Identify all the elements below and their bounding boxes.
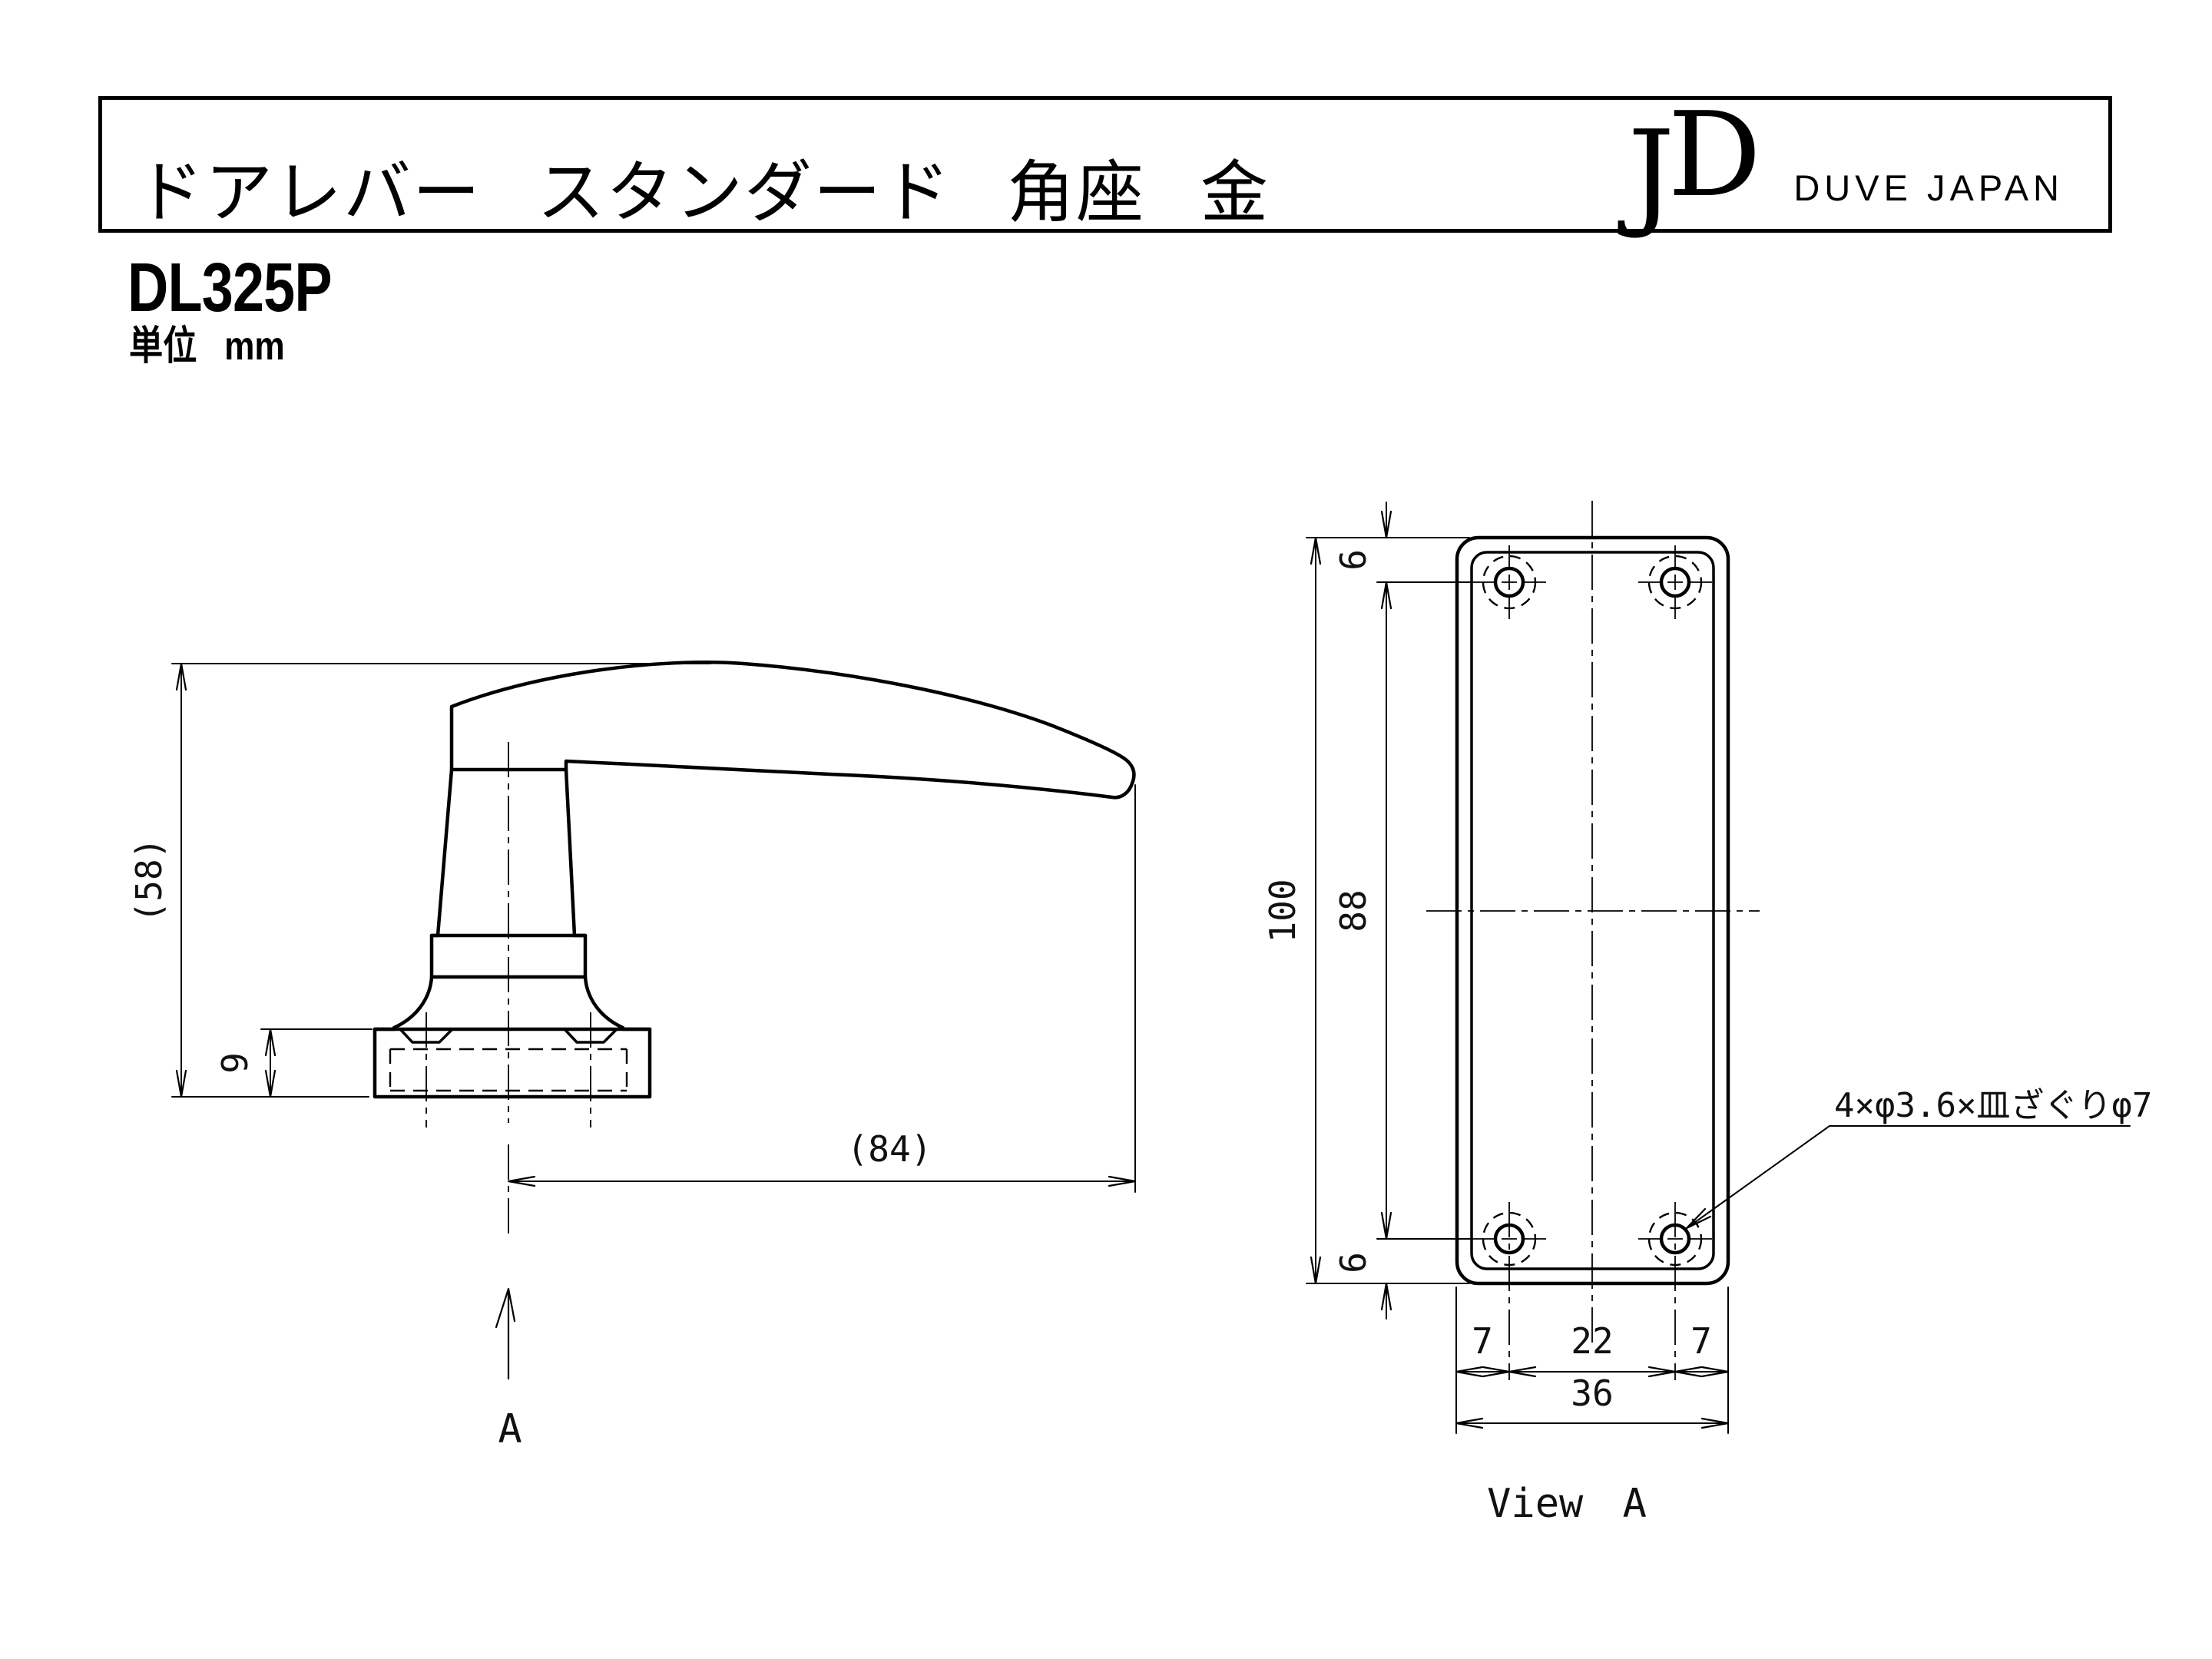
dim-height-label: (58) (128, 838, 170, 923)
dim9-arrows (264, 1028, 276, 1098)
dim-edge-left-label: 7 (1472, 1320, 1493, 1362)
hidden-cavity-lines (389, 1048, 628, 1092)
jd-monogram-icon: J D (1628, 97, 1790, 241)
screw-hole-bottom-right (1638, 1202, 1712, 1380)
dim100-lines (1306, 537, 1470, 1284)
hole-note-leader (1688, 1125, 2131, 1227)
lever-outline (373, 661, 1136, 1099)
dim-length-label: (84) (847, 1128, 932, 1170)
view-a-label: View A (1487, 1481, 1647, 1527)
hole-note-label: 4×φ3.6×皿ざぐりφ7 (1834, 1086, 2152, 1125)
monogram-j: J (1628, 105, 1675, 241)
dim-base-thickness-label: 9 (214, 1052, 256, 1074)
side-view: (58) 9 (84) A (128, 661, 1137, 1452)
dim36-arrows (1455, 1417, 1730, 1429)
dim6bot-arrow (1380, 1282, 1392, 1311)
title-block: ドアレバー スタンダード 角座 金 J D DUVE JAPAN (98, 96, 2112, 233)
unit-note: 単位 mm (129, 313, 285, 371)
screw-hole-bottom-left (1472, 1202, 1546, 1380)
monogram-d: D (1667, 87, 1762, 223)
unit-label: 単位 (129, 324, 197, 369)
brand-logo: J D DUVE JAPAN (1628, 97, 2064, 241)
screw-hole-top-left (1472, 545, 1546, 619)
section-arrow (495, 1287, 516, 1380)
dim9-lines (260, 1028, 373, 1098)
unit-value: mm (224, 324, 285, 369)
screw-hole-top-right (1638, 545, 1712, 619)
dim7227-lines (1455, 1286, 1729, 1434)
dim88-arrows (1380, 581, 1392, 1240)
dim-edge-bottom-label: 6 (1333, 1252, 1374, 1273)
brand-wordmark: DUVE JAPAN (1793, 167, 2064, 208)
page-title: ドアレバー スタンダード 角座 金 (136, 153, 1270, 232)
dim7227-arrows (1455, 1366, 1730, 1378)
dim-width-label: 36 (1571, 1373, 1613, 1414)
dim-hole-spacing-v-label: 88 (1333, 889, 1374, 932)
dim84-arrows (507, 1175, 1137, 1187)
dim-edge-top-label: 6 (1333, 549, 1374, 571)
dim-hole-spacing-h-label: 22 (1571, 1320, 1613, 1362)
front-view: 100 88 6 6 7 22 7 36 4×φ3.6×皿ざぐりφ7 View … (1262, 501, 2152, 1527)
dim100-arrows (1310, 536, 1322, 1285)
hole-note-arrowhead (1685, 1207, 1712, 1230)
dim-edge-right-label: 7 (1690, 1320, 1712, 1362)
section-label: A (498, 1406, 522, 1452)
dim84-lines (508, 784, 1136, 1193)
dim6top-arrow (1380, 510, 1392, 539)
dim-total-height-label: 100 (1262, 879, 1303, 942)
dim58-arrows (175, 662, 187, 1098)
model-number: DL325P (127, 250, 333, 326)
dim88-lines (1376, 581, 1472, 1240)
